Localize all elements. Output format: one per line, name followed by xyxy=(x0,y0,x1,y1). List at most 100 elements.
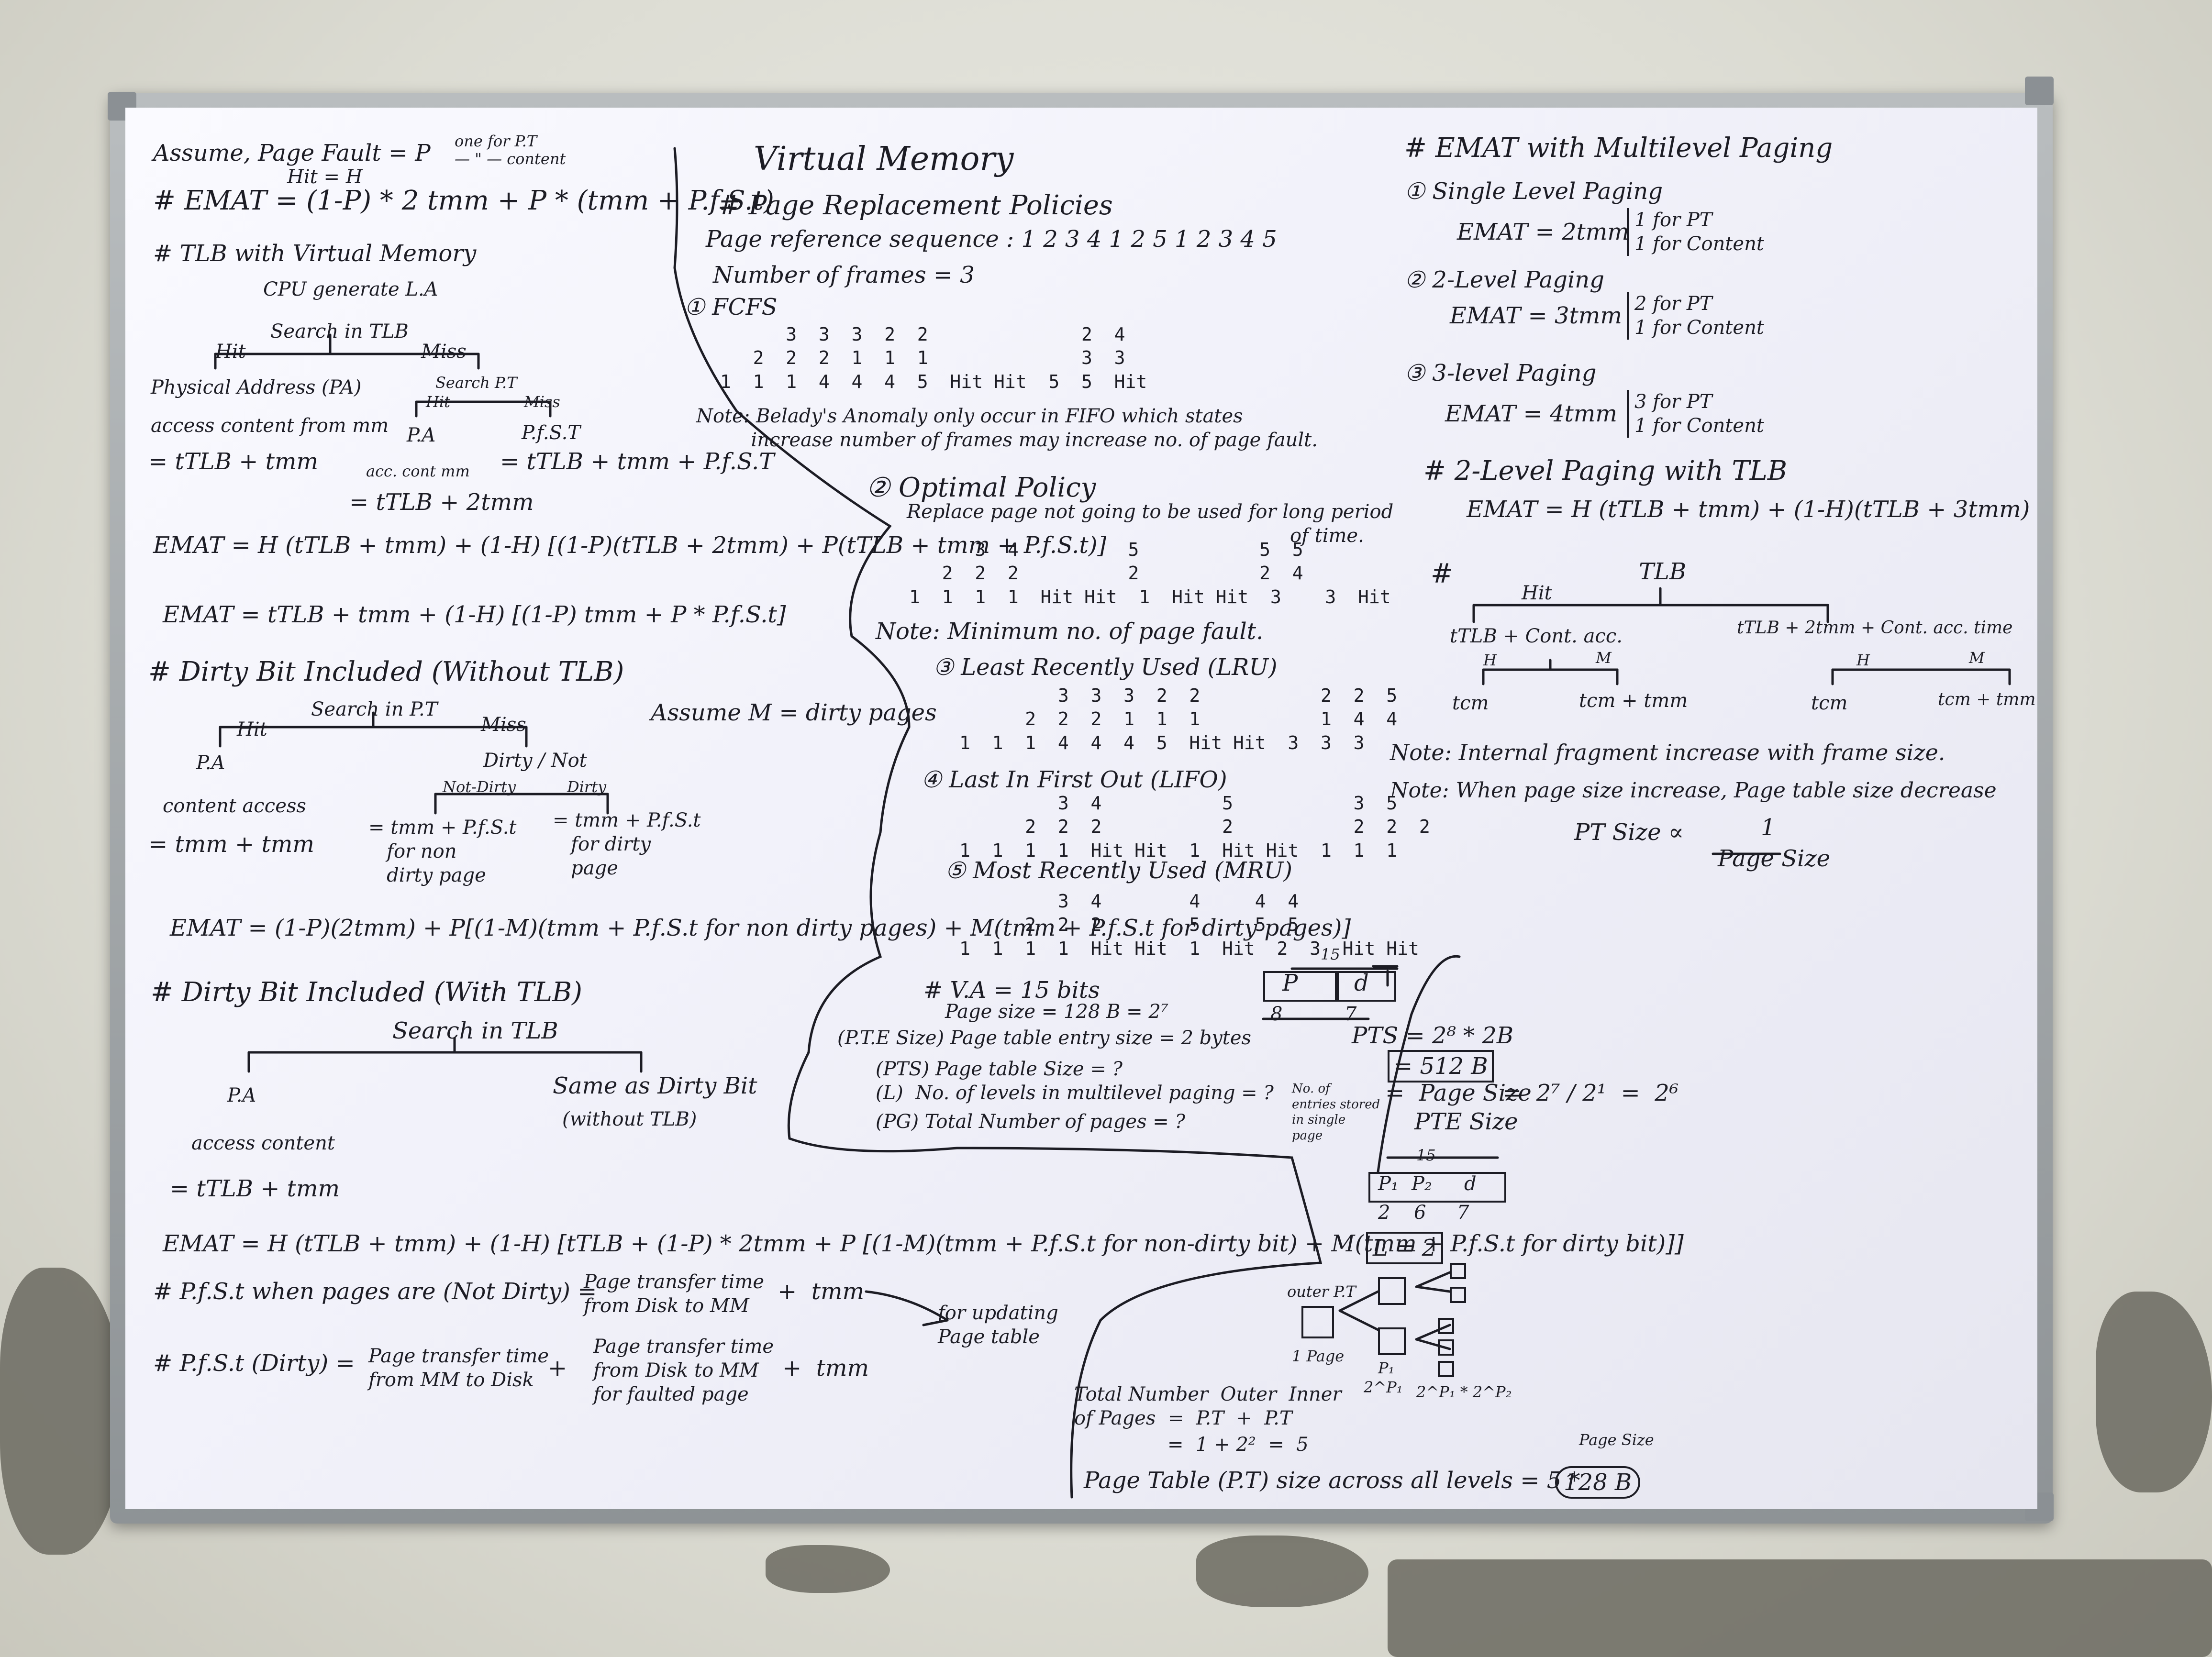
fragment-note: Note: Internal fragment increase with fr… xyxy=(1390,740,1945,765)
mru-heading: ⑤ Most Recently Used (MRU) xyxy=(945,857,1292,884)
emat-single: EMAT = 2tmm xyxy=(1457,219,1629,245)
inner-pt-box-1 xyxy=(1378,1277,1406,1305)
lifo-grid: 3 4 5 3 5 2 2 2 2 2 2 2 1 1 1 1 Hit Hit … xyxy=(959,793,1430,861)
replace-note: Replace page not going to be used for lo… xyxy=(907,501,1394,547)
miss-label-2: Miss xyxy=(524,393,560,411)
wall-stain xyxy=(2096,1292,2212,1492)
tcm-tmm-2: tcm + tmm xyxy=(1938,690,2036,709)
h-label-2: H xyxy=(1856,651,1870,669)
pfst-not-dirty: # P.f.S.t when pages are (Not Dirty) = xyxy=(153,1278,597,1305)
lru-grid: 3 3 3 2 2 2 2 5 2 2 2 1 1 1 1 4 4 1 1 1 … xyxy=(959,685,1398,753)
emat-formula-5: EMAT = H (tTLB + tmm) + (1-H) [tTLB + (1… xyxy=(163,1230,1684,1257)
two-level-tlb-heading: # 2-Level Paging with TLB xyxy=(1423,455,1788,486)
search-tlb-2: Search in TLB xyxy=(392,1017,558,1044)
dirty: Dirty xyxy=(567,778,607,796)
for-updating: for updating Page table xyxy=(938,1302,1058,1348)
wall-stain xyxy=(1388,1559,2212,1657)
frac-numerator: 1 xyxy=(1761,814,1776,841)
not-dirty: Not-Dirty xyxy=(443,778,516,796)
total-pages: Total Number Outer Inner of Pages = P.T … xyxy=(1074,1383,1342,1429)
t-hit: tTLB + Cont. acc. xyxy=(1450,625,1623,647)
wall-stain xyxy=(0,1268,124,1555)
page-box-1 xyxy=(1450,1263,1466,1279)
pa-label-3: P.A xyxy=(196,752,225,774)
pt-size-all: Page Table (P.T) size across all levels … xyxy=(1084,1467,1580,1494)
eq-tlb-tmm: = tTLB + tmm xyxy=(148,448,318,475)
eq-dirty: = tmm + P.f.S.t for dirty page xyxy=(553,809,701,879)
plus-tmm: + tmm xyxy=(778,1278,865,1305)
pfst-label: P.f.S.T xyxy=(522,422,580,444)
page-box-4 xyxy=(1438,1339,1454,1356)
min-fault-note: Note: Minimum no. of page fault. xyxy=(876,618,1264,645)
bits-7b: 7 xyxy=(1457,1202,1469,1224)
wall-stain xyxy=(766,1545,890,1593)
outer-pt-box xyxy=(1301,1306,1334,1338)
assume-m: Assume M = dirty pages xyxy=(651,699,937,726)
acc-cont-mm: acc. cont mm xyxy=(366,462,470,480)
eq-tlb-2tmm: = tTLB + 2tmm xyxy=(349,489,534,516)
two-p1-p2: 2^P₁ * 2^P₂ xyxy=(1416,1383,1512,1401)
m-label-1: M xyxy=(1596,649,1612,667)
plus-tmm-2: + tmm xyxy=(782,1355,869,1381)
physical-address: Physical Address (PA) xyxy=(151,376,362,398)
bits-6: 6 xyxy=(1414,1202,1426,1224)
eq-tlb-tmm-2: = tTLB + tmm xyxy=(170,1175,340,1202)
one-for-pt: one for P.T xyxy=(455,132,537,150)
reference-sequence: Page reference sequence : 1 2 3 4 1 2 5 … xyxy=(706,226,1277,253)
search-tlb: Search in TLB xyxy=(270,320,409,342)
hit-label: Hit xyxy=(215,341,246,363)
pt-size-prop: PT Size ∝ xyxy=(1574,819,1684,846)
prp-heading: # Page Replacement Policies xyxy=(718,190,1113,221)
pfst-dirty: # P.f.S.t (Dirty) = xyxy=(153,1350,355,1377)
two-level-split-box xyxy=(1368,1172,1506,1203)
h-label-1: H xyxy=(1483,651,1497,669)
hit-label-3: Hit xyxy=(237,718,267,740)
page-box-5 xyxy=(1438,1361,1454,1377)
tcm-2: tcm xyxy=(1811,692,1848,714)
eq-non-dirty: = tmm + P.f.S.t for non dirty page xyxy=(368,817,517,886)
frame-corner xyxy=(2025,77,2054,105)
p1-field: P₁ xyxy=(1378,1173,1399,1195)
outer-pt-label: outer P.T xyxy=(1287,1282,1356,1301)
content-label: — " — content xyxy=(455,150,566,168)
emat-formula-2: EMAT = H (tTLB + tmm) + (1-H) [(1-P)(tTL… xyxy=(153,532,1107,559)
va-bits: # V.A = 15 bits xyxy=(923,977,1100,1004)
search-pt-2: Search in P.T xyxy=(311,698,438,720)
emat-formula-1: # EMAT = (1-P) * 2 tmm + P * (tmm + P.f.… xyxy=(153,185,774,216)
emat-two: EMAT = 3tmm xyxy=(1450,302,1622,329)
optimal-heading: ② Optimal Policy xyxy=(866,472,1096,503)
one-page-label: 1 Page xyxy=(1292,1347,1345,1365)
d-field: d xyxy=(1354,970,1369,996)
three-brace: 3 for PT 1 for Content xyxy=(1627,390,1764,438)
dirty-tlb-heading: # Dirty Bit Included (With TLB) xyxy=(151,977,583,1008)
fcfs-heading: ① FCFS xyxy=(684,294,778,320)
total-pages-eq: = 1 + 2² = 5 xyxy=(1167,1434,1309,1456)
hit-label-r: Hit xyxy=(1522,582,1552,604)
dirty-not: Dirty / Not xyxy=(483,750,587,772)
pages-question: (PG) Total Number of pages = ? xyxy=(876,1111,1185,1133)
tlb-label: TLB xyxy=(1639,558,1687,585)
tcm-1: tcm xyxy=(1452,692,1489,714)
page-box-2 xyxy=(1450,1287,1466,1303)
emat-two-tlb: EMAT = H (tTLB + tmm) + (1-H)(tTLB + 3tm… xyxy=(1467,496,2030,523)
bits-15b: 15 xyxy=(1416,1146,1436,1164)
box-128b: 128 B xyxy=(1555,1466,1641,1499)
entries-label: No. of entries stored in single page xyxy=(1292,1082,1380,1143)
single-brace: 1 for PT 1 for Content xyxy=(1627,208,1764,256)
hit-label-2: Hit xyxy=(426,393,450,411)
pte-size: (P.T.E Size) Page table entry size = 2 b… xyxy=(837,1027,1252,1049)
ptt-disk-mm: Page transfer time from Disk to MM xyxy=(584,1271,765,1317)
pts-box: = 512 B xyxy=(1388,1050,1494,1083)
without-tlb: (without TLB) xyxy=(562,1108,697,1130)
multilevel-heading: # EMAT with Multilevel Paging xyxy=(1404,133,1833,164)
plus-sign: + xyxy=(548,1355,567,1381)
page-size-label: Page Size xyxy=(1579,1431,1654,1449)
content-access: content access xyxy=(163,795,306,817)
entries-fraction: = Page Size PTE Size xyxy=(1385,1080,1532,1135)
cpu-generate: CPU generate L.A xyxy=(263,278,438,300)
same-as-dirty: Same as Dirty Bit xyxy=(553,1072,757,1099)
p1-label: P₁ xyxy=(1378,1359,1395,1377)
arrow-curve xyxy=(1377,955,1461,1173)
field-divider xyxy=(1335,971,1339,1002)
